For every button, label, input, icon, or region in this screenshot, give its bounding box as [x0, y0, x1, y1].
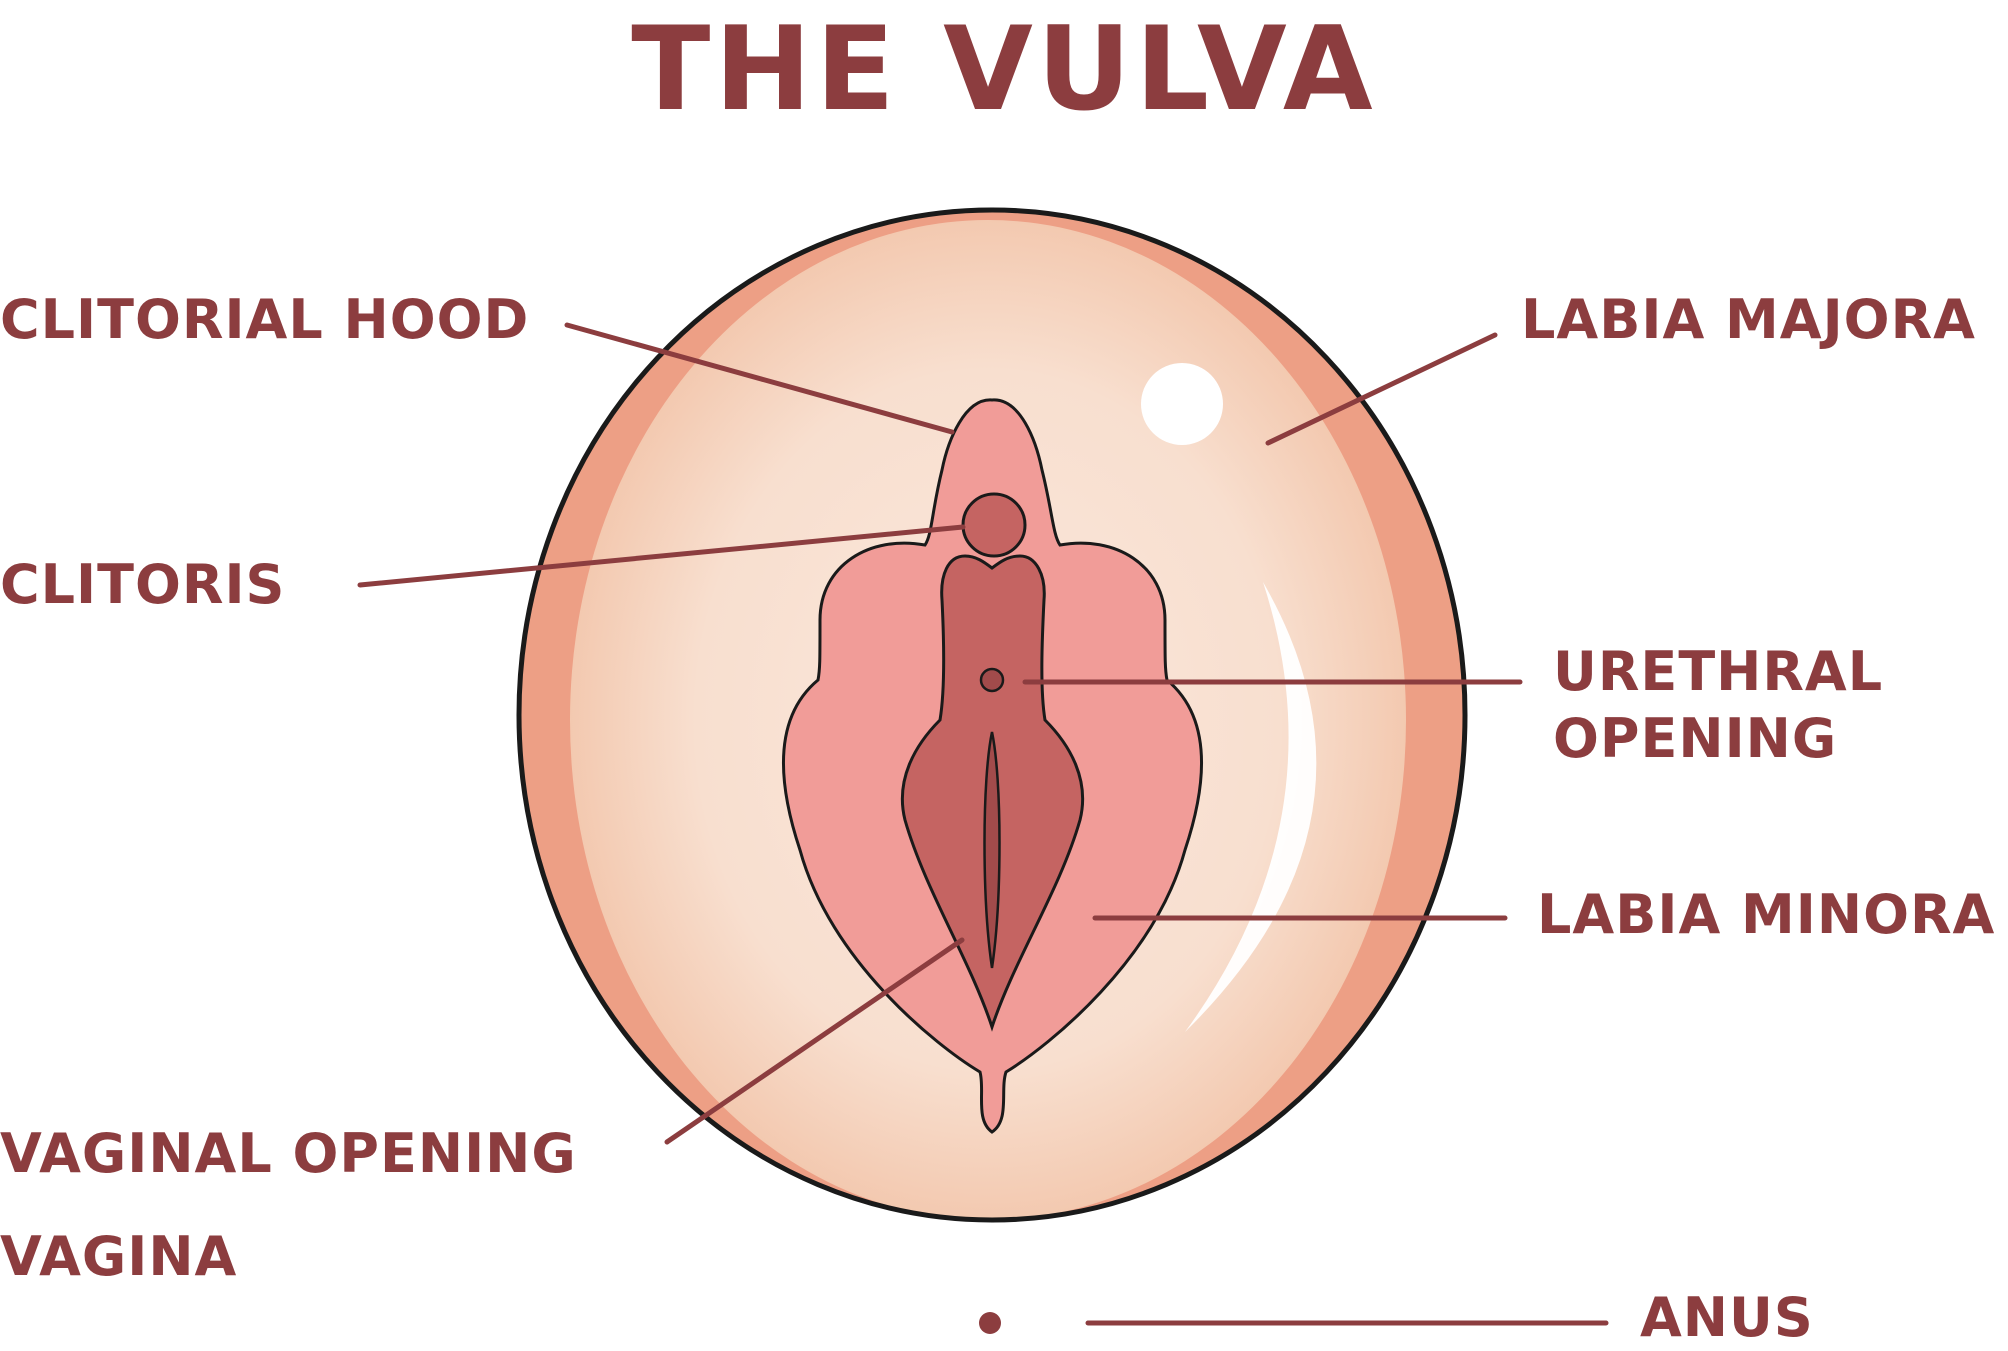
leader-line-labia-majora	[1265, 332, 1498, 446]
vestibule-shape	[900, 554, 1085, 1032]
label-vaginal-opening: VAGINAL OPENING	[0, 1122, 577, 1185]
leader-line-clitoris	[357, 524, 966, 588]
highlight-dot	[1141, 363, 1223, 445]
label-clitorial-hood: CLITORIAL HOOD	[0, 288, 530, 351]
clitoris-shape	[961, 492, 1027, 558]
label-labia-majora: LABIA MAJORA	[1521, 288, 1976, 351]
leader-line-vaginal-opening	[664, 937, 965, 1145]
page-title: THE VULVA	[631, 2, 1377, 137]
vaginal-opening-shape	[983, 731, 1001, 969]
leader-line-clitorial-hood	[564, 322, 955, 435]
highlight-crescent	[1185, 582, 1317, 1032]
urethral-opening-dot	[979, 667, 1005, 693]
label-urethral-opening-line2: OPENING	[1553, 707, 1838, 770]
label-vagina: VAGINA	[0, 1225, 238, 1288]
anus-dot	[979, 1312, 1001, 1334]
label-labia-minora: LABIA MINORA	[1537, 883, 1996, 946]
label-clitoris: CLITORIS	[0, 553, 286, 616]
label-anus: ANUS	[1640, 1286, 1814, 1349]
label-urethral-opening-line1: URETHRAL	[1553, 640, 1884, 703]
